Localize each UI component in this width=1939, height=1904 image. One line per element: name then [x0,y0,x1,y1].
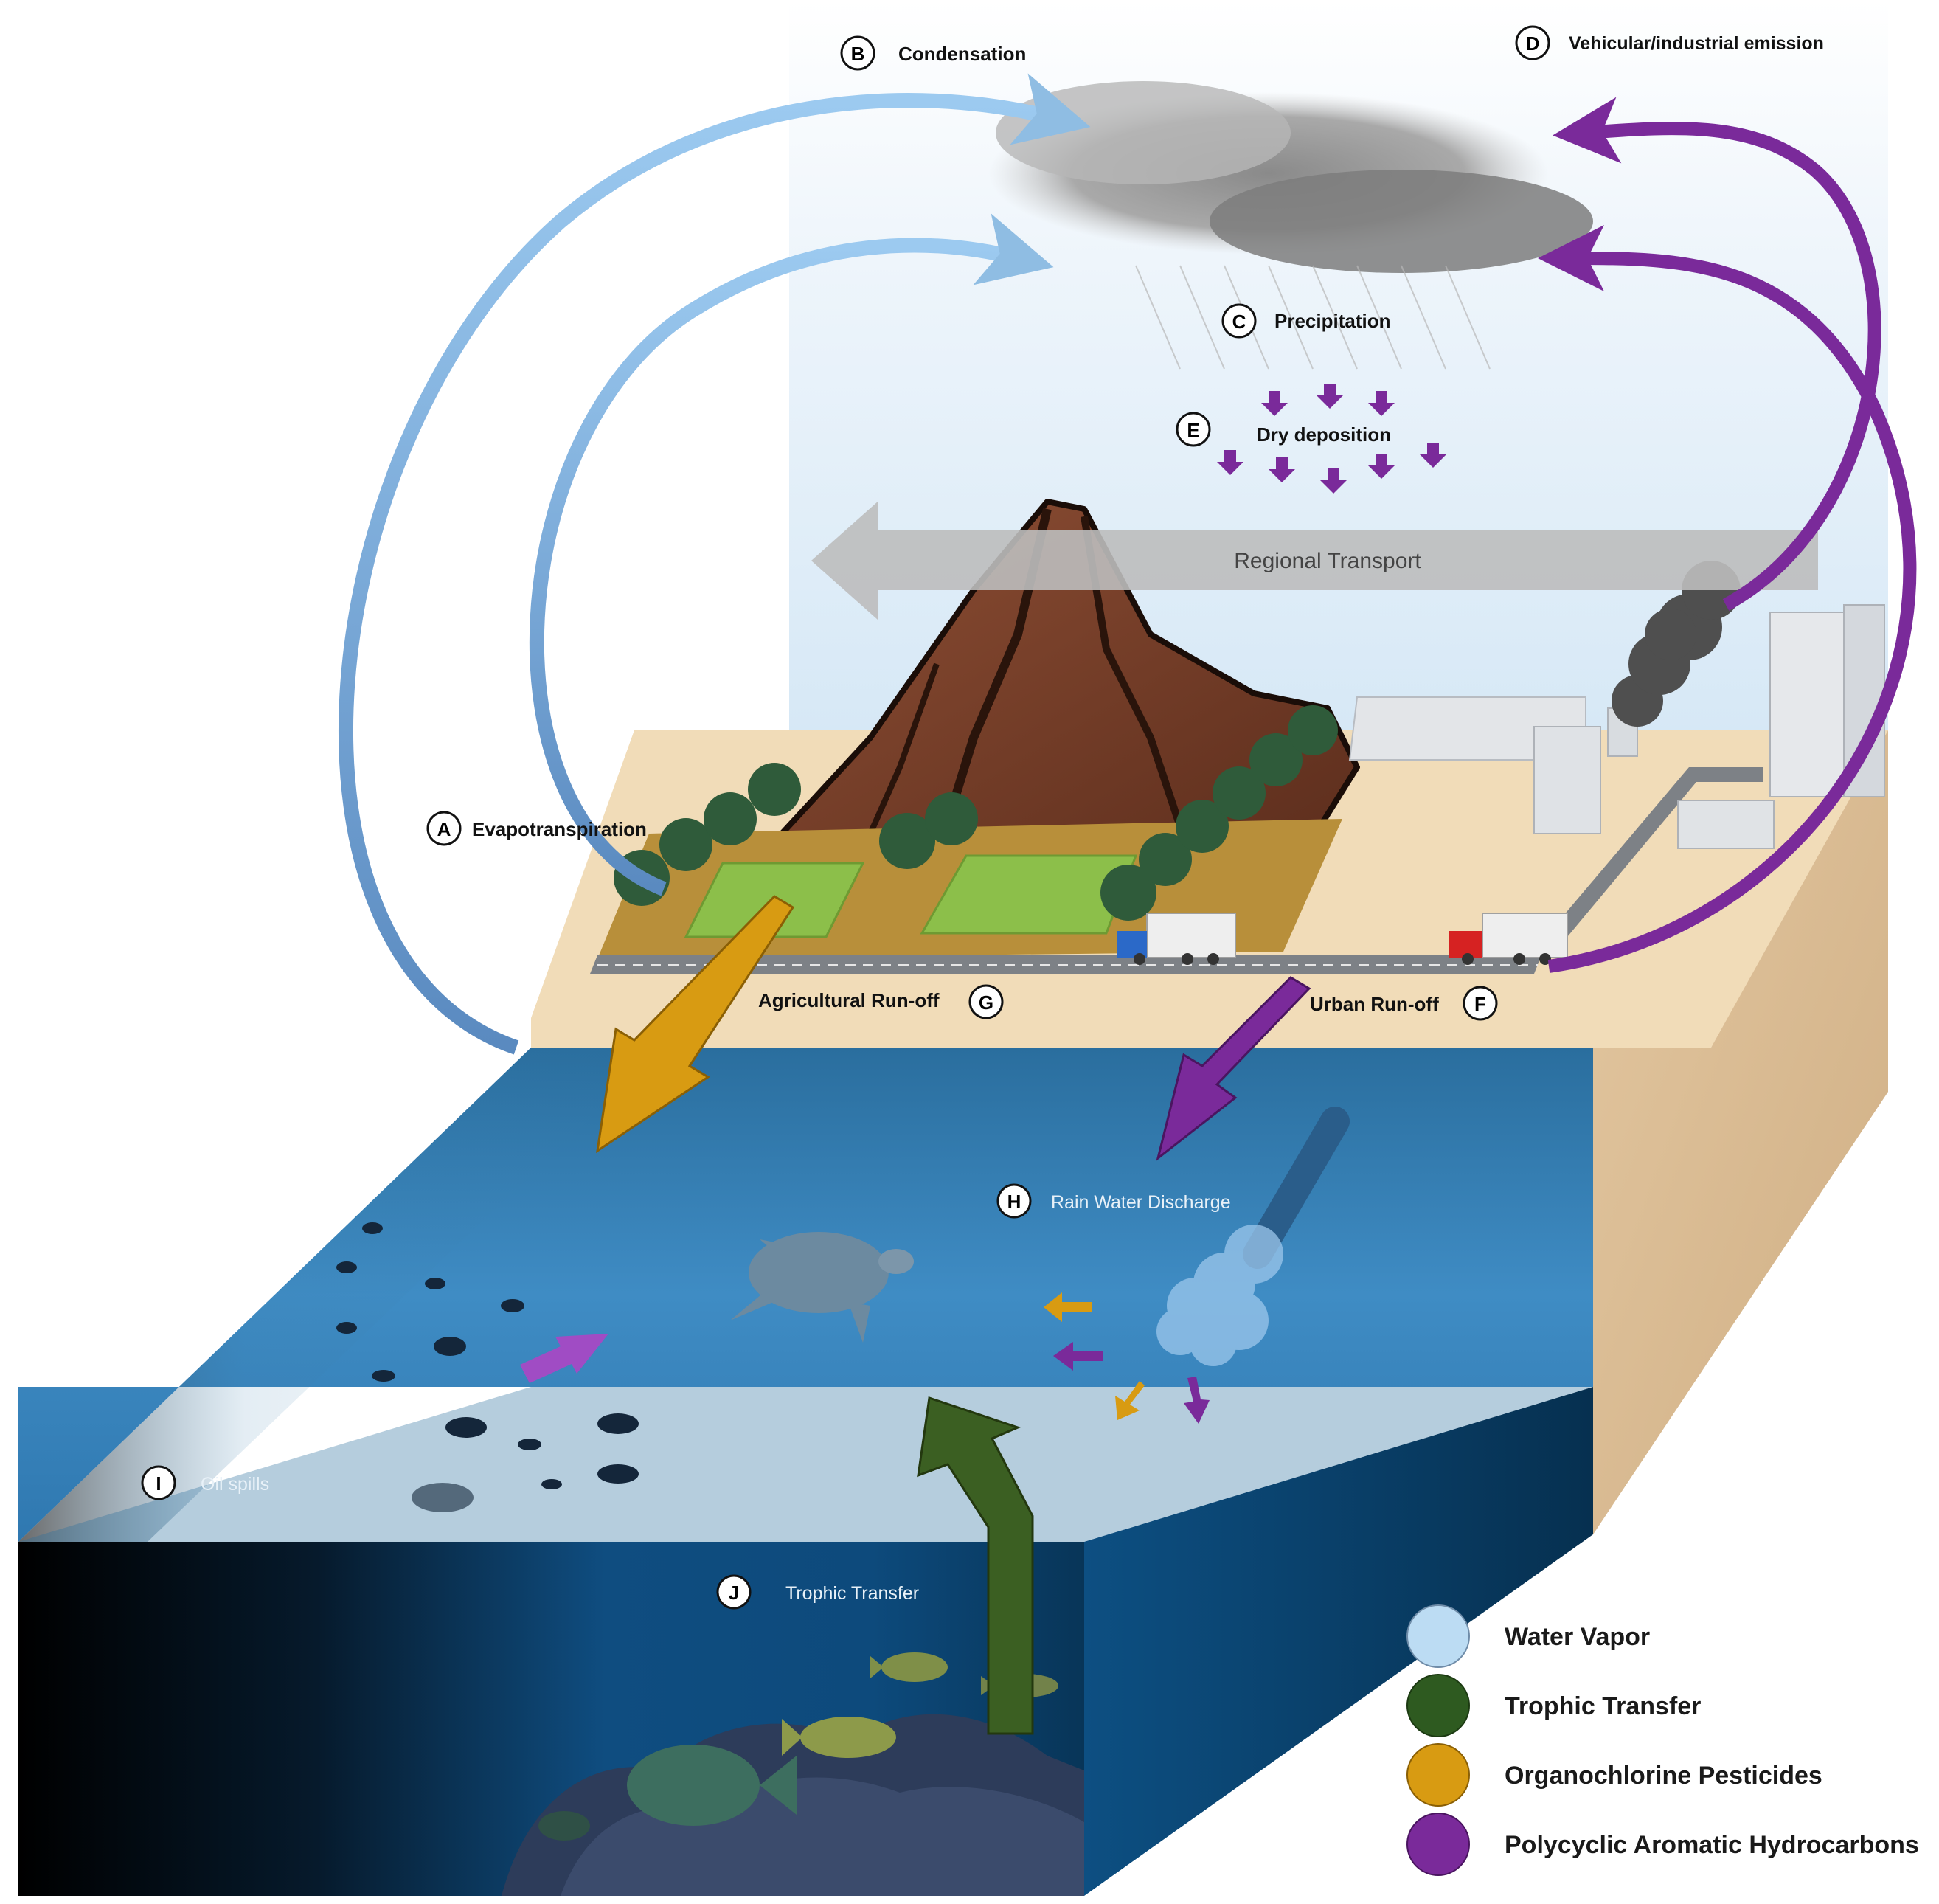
svg-text:Agricultural Run-off: Agricultural Run-off [758,989,940,1011]
step-agricultural-runoff: Agricultural Run-off G [758,984,1004,1019]
svg-text:A: A [437,818,451,840]
road [590,767,1763,974]
legend-swatch-polycyclic-aromatic-hydrocarbons [1406,1813,1470,1876]
svg-text:G: G [979,991,993,1014]
step-dry-deposition: E Dry deposition [1176,412,1391,447]
svg-text:B: B [851,43,865,65]
rain-cloud [988,81,1593,273]
agricultural-runoff-arrow [596,895,795,1154]
step-precipitation: C Precipitation [1221,303,1390,339]
plume-pollutant-arrows [520,1292,1210,1424]
trophic-transfer-arrow [917,1396,1034,1735]
regional-transport-arrow [811,502,1818,620]
truck-blue [1117,913,1236,965]
svg-text:Polycyclic Aromatic Hydrocarbo: Polycyclic Aromatic Hydrocarbons [1505,1831,1919,1859]
oil-spill-dots [336,1222,639,1512]
svg-text:Precipitation: Precipitation [1274,310,1390,332]
sea-turtle [730,1232,914,1343]
step-evapotranspiration: A Evapotranspiration [426,811,647,846]
legend-swatch-water-vapor [1406,1604,1470,1668]
rain-lines [1135,265,1491,370]
evapotranspiration-arc-outer [338,73,1091,1055]
svg-text:Organochlorine Pesticides: Organochlorine Pesticides [1505,1762,1822,1790]
step-trophic-transfer: J Trophic Transfer [716,1574,919,1610]
legend-item-water-vapor: Water Vapor [1406,1604,1650,1668]
svg-text:E: E [1187,419,1199,441]
urban-runoff-arrow [1156,976,1311,1161]
svg-text:Trophic Transfer: Trophic Transfer [1505,1692,1701,1720]
legend-item-polycyclic-aromatic-hydrocarbons: Polycyclic Aromatic Hydrocarbons [1406,1813,1919,1876]
legend-swatch-trophic-transfer [1406,1674,1470,1737]
industrial-buildings [1348,604,1885,849]
legend-item-trophic-transfer: Trophic Transfer [1406,1674,1701,1737]
truck-red [1449,913,1568,965]
svg-text:Water Vapor: Water Vapor [1505,1623,1650,1651]
step-condensation: B Condensation [840,35,1026,71]
svg-text:I: I [156,1472,161,1495]
pah-emission-arc-outer [1538,225,1917,973]
evapotranspiration-arc-inner [529,213,1054,896]
svg-text:Dry deposition: Dry deposition [1257,423,1391,446]
pah-emission-arc-inner [1553,97,1881,611]
svg-text:Oil spills: Oil spills [201,1474,269,1495]
legend-item-organochlorine-pesticides: Organochlorine Pesticides [1406,1743,1822,1807]
svg-text:Condensation: Condensation [898,43,1026,65]
legend-swatch-organochlorine-pesticides [1406,1743,1470,1807]
svg-text:F: F [1474,993,1486,1015]
svg-text:Trophic Transfer: Trophic Transfer [785,1583,919,1604]
svg-text:Urban Run-off: Urban Run-off [1310,993,1439,1015]
svg-text:D: D [1526,32,1540,55]
water-top-rim [18,1387,1593,1542]
svg-text:Vehicular/industrial emission: Vehicular/industrial emission [1569,33,1824,54]
water-top-left-shade [18,1048,664,1542]
svg-text:Rain Water Discharge: Rain Water Discharge [1051,1192,1231,1213]
svg-text:C: C [1232,311,1246,333]
legend: Water Vapor Trophic Transfer Organochlor… [1406,1604,1919,1876]
step-vehicular-industrial-emission: D Vehicular/industrial emission [1515,25,1824,60]
discharge-pipe [1156,1107,1350,1366]
regional-transport-label: Regional Transport [1234,549,1421,573]
palm-trees [614,705,1338,921]
land-side [1593,730,1888,1534]
dry-deposition-arrows [1217,384,1446,494]
svg-text:H: H [1007,1191,1021,1213]
step-oil-spills: I Oil spills [141,1465,269,1500]
step-rain-water-discharge: H Rain Water Discharge [996,1183,1231,1219]
water-side-face [1084,1387,1593,1896]
step-urban-runoff: Urban Run-off F [1310,986,1498,1021]
svg-text:Evapotranspiration: Evapotranspiration [472,818,647,840]
mountain [779,499,1360,851]
svg-text:J: J [729,1582,739,1604]
